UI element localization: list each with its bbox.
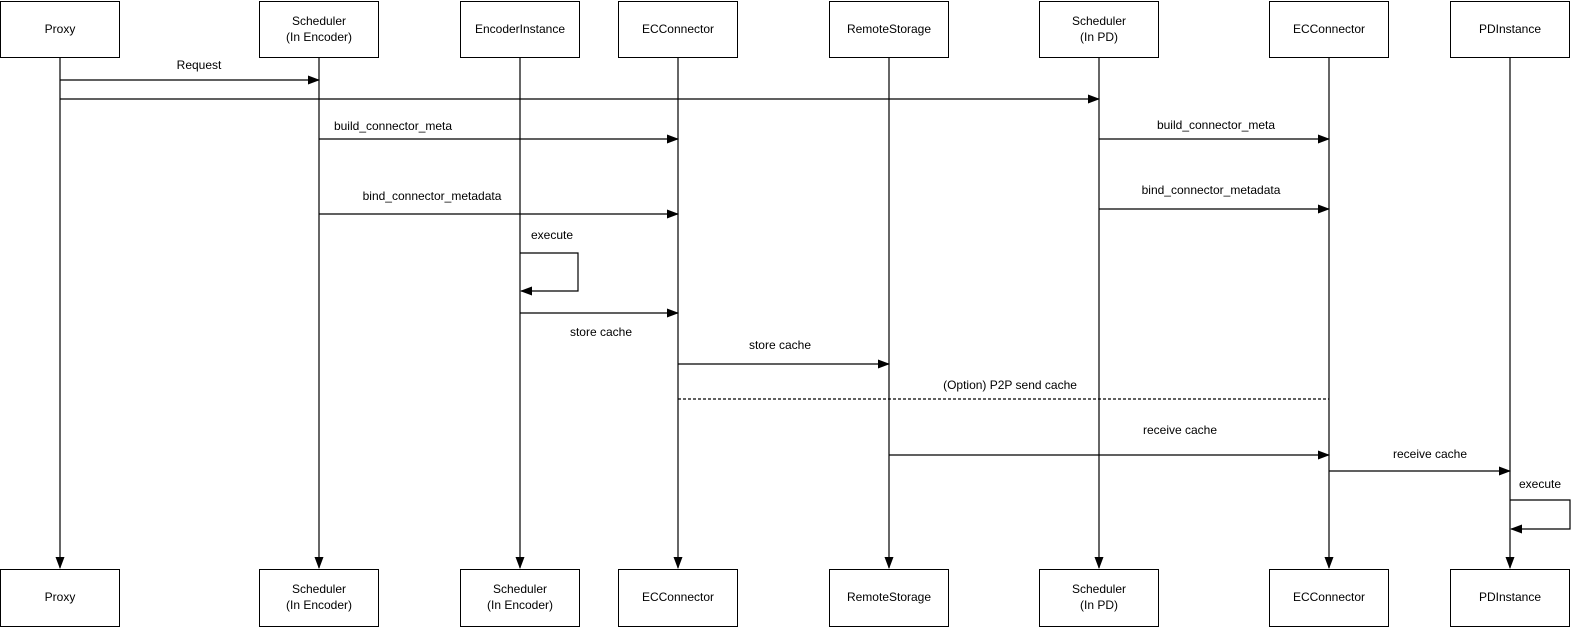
message-label-bind-meta-right: bind_connector_metadata: [1141, 183, 1281, 197]
message-label-p2p-send-cache: (Option) P2P send cache: [943, 378, 1077, 392]
actor-label: PDInstance: [1478, 21, 1542, 36]
message-label-build-meta-left: build_connector_meta: [333, 119, 453, 133]
arrow-execute-pd-self-loop: [1510, 499, 1571, 534]
actor-box-bottom-proxy: Proxy: [0, 569, 120, 627]
actor-box-bottom-ec-connector-pd: ECConnector: [1269, 569, 1389, 627]
actor-label: RemoteStorage: [846, 590, 932, 605]
actor-box-top-encoder-instance: EncoderInstance: [460, 1, 580, 58]
actor-box-bottom-ec-connector: ECConnector: [618, 569, 738, 627]
actor-box-top-scheduler-pd: Scheduler (In PD): [1039, 1, 1159, 58]
message-label-execute-pd: execute: [1518, 477, 1562, 491]
message-label-build-meta-right: build_connector_meta: [1156, 118, 1276, 132]
actor-label: RemoteStorage: [846, 21, 932, 36]
message-label-receive-cache-2: receive cache: [1392, 447, 1468, 461]
actor-box-top-pd-instance: PDInstance: [1450, 1, 1570, 58]
actor-box-top-ec-connector-pd: ECConnector: [1269, 1, 1389, 58]
actor-box-bottom-pd-instance: PDInstance: [1450, 569, 1570, 627]
message-label-bind-meta-left: bind_connector_metadata: [362, 189, 502, 203]
arrow-execute-encoder-self-loop: [520, 252, 579, 296]
actor-label: ECConnector: [641, 21, 715, 36]
actor-box-top-scheduler-encoder: Scheduler (In Encoder): [259, 1, 379, 58]
actor-label: Scheduler (In Encoder): [285, 582, 353, 612]
actor-box-bottom-remote-storage: RemoteStorage: [829, 569, 949, 627]
actor-label: Scheduler (In Encoder): [285, 13, 353, 44]
actor-label: Scheduler (In PD): [1071, 582, 1127, 612]
message-label-execute-encoder: execute: [530, 228, 574, 242]
actor-label: Scheduler (In Encoder): [486, 582, 554, 612]
actor-label: PDInstance: [1478, 590, 1542, 605]
actor-box-bottom-scheduler-pd: Scheduler (In PD): [1039, 569, 1159, 627]
actor-label: Proxy: [44, 590, 76, 605]
actor-label: ECConnector: [1292, 21, 1366, 36]
actor-box-top-proxy: Proxy: [0, 1, 120, 58]
message-label-store-cache-1: store cache: [569, 325, 633, 339]
message-label-receive-cache-1: receive cache: [1142, 423, 1218, 437]
actor-box-top-remote-storage: RemoteStorage: [829, 1, 949, 58]
actor-box-bottom-encoder-instance: Scheduler (In Encoder): [460, 569, 580, 627]
actor-label: Scheduler (In PD): [1071, 13, 1127, 44]
actor-label: ECConnector: [1292, 590, 1366, 605]
actor-label: Proxy: [44, 21, 76, 36]
actor-box-bottom-scheduler-encoder: Scheduler (In Encoder): [259, 569, 379, 627]
actor-label: ECConnector: [641, 590, 715, 605]
actor-label: EncoderInstance: [474, 21, 566, 36]
message-label-store-cache-2: store cache: [748, 338, 812, 352]
actor-box-top-ec-connector: ECConnector: [618, 1, 738, 58]
message-label-request: Request: [176, 58, 222, 72]
